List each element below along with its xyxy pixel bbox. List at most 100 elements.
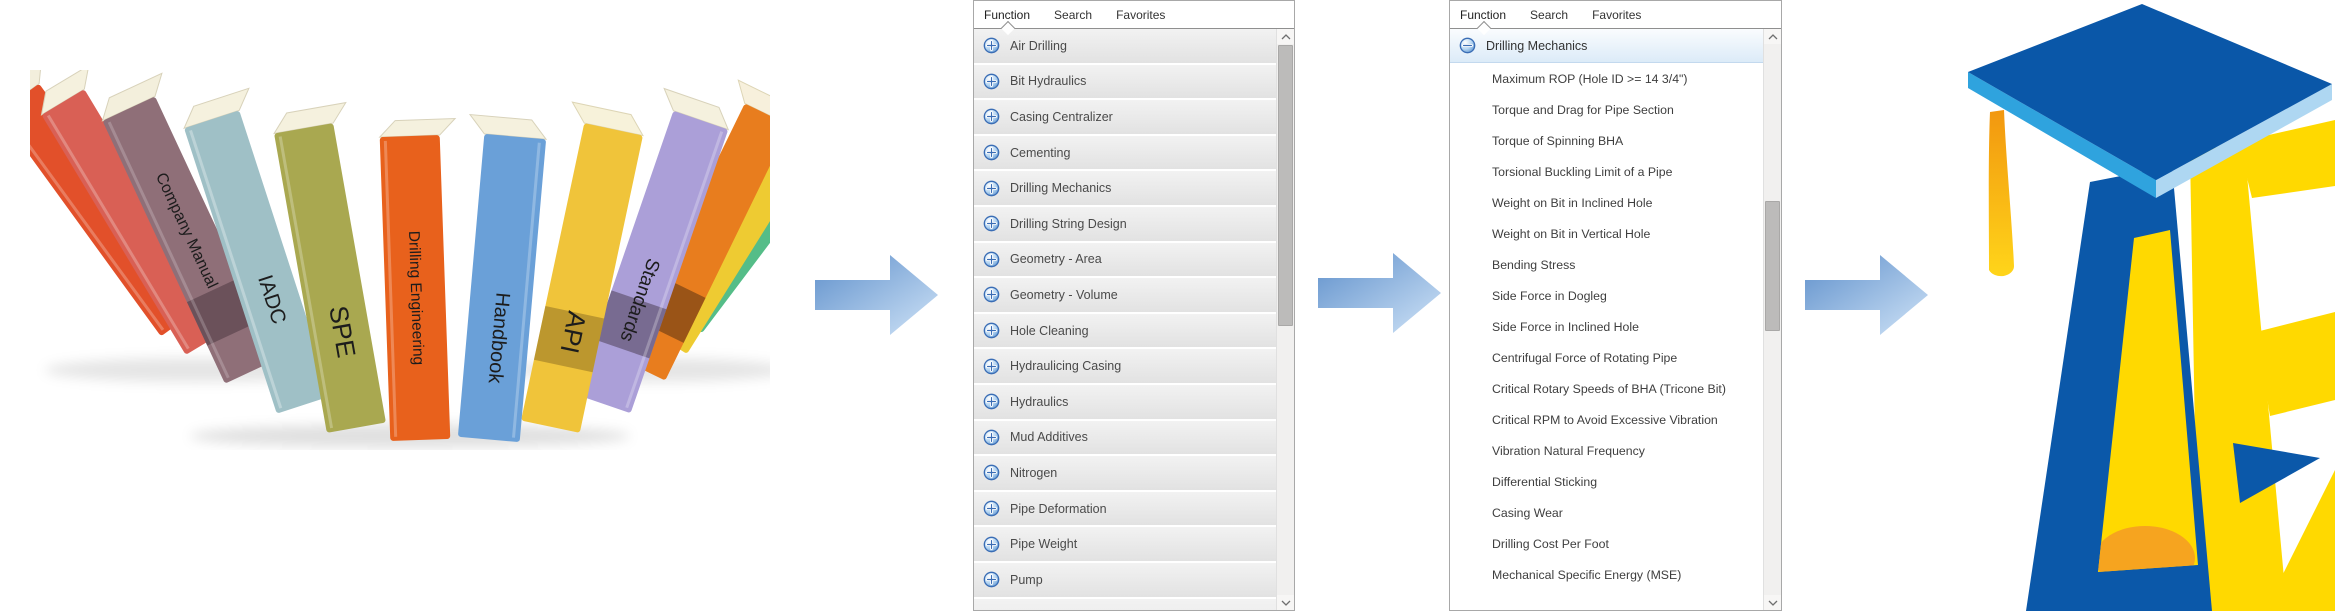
book: Handbook [458,113,548,442]
function-label: Mechanical Specific Energy (MSE) [1492,567,1682,582]
category-row[interactable]: Bit Hydraulics [974,64,1277,99]
tab-favorites[interactable]: Favorites [1592,7,1642,22]
category-label: Air Drilling [1010,38,1067,53]
function-item[interactable]: Weight on Bit in Vertical Hole [1450,218,1764,249]
function-item[interactable]: Torque and Drag for Pipe Section [1450,94,1764,125]
category-row[interactable]: Pipe Deformation [974,491,1277,526]
category-row[interactable]: Pipe Weight [974,527,1277,561]
category-row[interactable]: Drilling Mechanics [974,171,1277,205]
function-item[interactable]: Vibration Natural Frequency [1450,435,1764,466]
scroll-up-icon[interactable] [1277,29,1294,44]
function-label: Drilling Cost Per Foot [1492,536,1609,551]
category-label: Drilling Mechanics [1010,181,1112,196]
book: Standards [576,87,730,413]
function-label: Critical RPM to Avoid Excessive Vibratio… [1492,412,1718,427]
function-item[interactable]: Side Force in Inclined Hole [1450,311,1764,342]
book: API [521,101,644,433]
scroll-down-icon[interactable] [1277,595,1294,610]
category-label: Hydraulicing Casing [1010,359,1122,374]
plus-icon [983,144,1000,161]
tab-function[interactable]: Function [984,7,1031,22]
category-row[interactable]: Casing Centralizer [974,100,1277,134]
function-item[interactable]: Mechanical Specific Energy (MSE) [1450,559,1764,590]
category-label: Pipe Deformation [1010,501,1107,516]
category-row[interactable]: Air Drilling [974,29,1277,63]
function-item[interactable]: Critical Rotary Speeds of BHA (Tricone B… [1450,373,1764,404]
function-item[interactable]: Bending Stress [1450,249,1764,280]
function-item[interactable]: Maximum ROP (Hole ID >= 14 3/4") [1450,63,1764,94]
plus-icon [983,180,1000,197]
logo-letter-e [2190,120,2335,611]
tab-bar: Function Search Favorites [974,1,1294,36]
function-label: Casing Wear [1492,505,1563,520]
tab-bar: Function Search Favorites [1450,1,1781,36]
function-item[interactable]: Centrifugal Force of Rotating Pipe [1450,342,1764,373]
function-label: Torque of Spinning BHA [1492,133,1624,148]
category-row[interactable]: Pump [974,562,1277,597]
category-label: Pipe Weight [1010,537,1078,552]
function-item[interactable]: Casing Wear [1450,497,1764,528]
category-label: Mud Additives [1010,430,1088,445]
scrollbar-thumb[interactable] [1278,45,1293,326]
category-list: Air Drilling Bit Hydraulics Casing Centr… [974,29,1277,610]
category-label: Casing Centralizer [1010,109,1113,124]
category-label: Drilling String Design [1010,216,1127,231]
scrollbar[interactable] [1276,29,1294,610]
scrollbar-thumb[interactable] [1765,201,1780,331]
function-item[interactable]: Critical RPM to Avoid Excessive Vibratio… [1450,404,1764,435]
plus-icon [983,500,1000,517]
book-spine [521,123,643,433]
category-row[interactable]: Hydraulicing Casing [974,349,1277,383]
book: SPE [273,101,386,433]
books-illustration: Company Manual IADC SPE Standards API [30,70,770,448]
logo-blue-wedge [2233,443,2320,503]
category-label: Geometry - Area [1010,252,1102,267]
plus-icon [983,536,1000,553]
scroll-up-icon[interactable] [1764,29,1781,44]
function-label: Bending Stress [1492,257,1576,272]
tab-function[interactable]: Function [1460,7,1507,22]
function-item[interactable]: Torsional Buckling Limit of a Pipe [1450,156,1764,187]
category-row[interactable]: Hydraulics [974,384,1277,419]
book-spine [103,97,277,383]
function-item[interactable]: Side Force in Dogleg [1450,280,1764,311]
function-label: Maximum ROP (Hole ID >= 14 3/4") [1492,71,1688,86]
category-row[interactable]: Hole Cleaning [974,313,1277,348]
tab-search[interactable]: Search [1054,7,1093,22]
book: IADC [183,87,332,413]
scrollbar[interactable] [1763,29,1781,610]
category-row[interactable]: Mud Additives [974,420,1277,455]
category-row[interactable]: Drilling String Design [974,206,1277,241]
category-row[interactable]: Nitrogen [974,456,1277,490]
book-spine [274,123,386,433]
plus-icon [983,322,1000,339]
category-label: Nitrogen [1010,465,1058,480]
flow-arrow-icon [1318,253,1441,333]
de-logo [1968,4,2335,611]
function-item[interactable]: Differential Sticking [1450,466,1764,497]
plus-icon [983,464,1000,481]
scroll-down-icon[interactable] [1764,595,1781,610]
function-list-panel: Function Search Favorites Air Drilling B… [973,0,1295,611]
plus-icon [983,108,1000,125]
book-spine [184,111,332,413]
tab-favorites[interactable]: Favorites [1116,7,1166,22]
tab-search[interactable]: Search [1530,7,1569,22]
category-row[interactable]: Cementing [974,135,1277,170]
category-row[interactable]: Geometry - Area [974,242,1277,277]
category-row[interactable]: Geometry - Volume [974,278,1277,312]
plus-icon [983,251,1000,268]
category-label: Cementing [1010,145,1071,160]
category-label: Bit Hydraulics [1010,74,1087,89]
book: Drilling Engineering [378,117,457,441]
function-item[interactable]: Drilling Cost Per Foot [1450,528,1764,559]
function-item[interactable]: Weight on Bit in Inclined Hole [1450,187,1764,218]
flow-arrow-icon [815,255,938,335]
tassel-icon [1988,110,2015,277]
minus-icon [1459,37,1476,54]
function-item[interactable]: Torque of Spinning BHA [1450,125,1764,156]
plus-icon [983,286,1000,303]
function-label: Torsional Buckling Limit of a Pipe [1492,164,1673,179]
expanded-category-row[interactable]: Drilling Mechanics [1450,29,1764,63]
